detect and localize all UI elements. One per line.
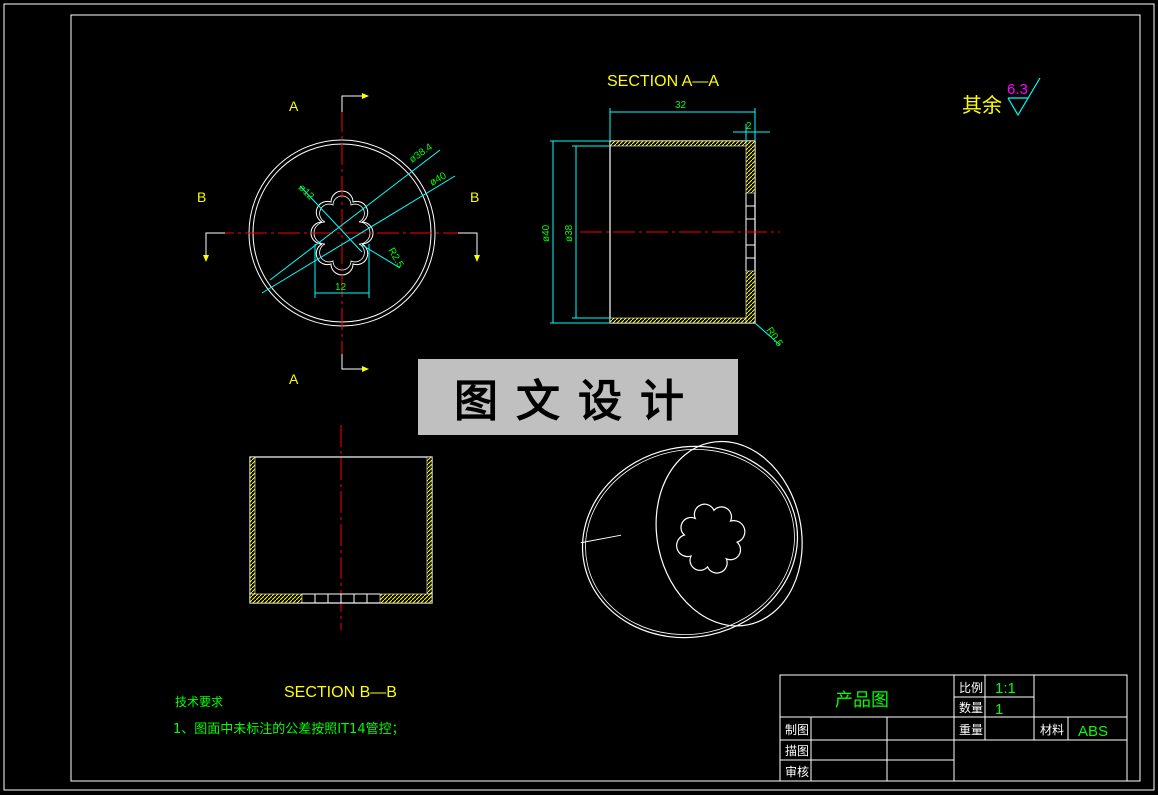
- section-bb-view: [249, 425, 433, 630]
- label-b-left: B: [197, 189, 206, 205]
- label-a-bottom: A: [289, 371, 299, 387]
- roughness-prefix: 其余: [962, 93, 1002, 117]
- tech-req-item-1: 1、图面中未标注的公差按照IT14管控；: [173, 721, 405, 737]
- scale-value: 1:1: [995, 680, 1016, 697]
- roughness-value: 6.3: [1007, 81, 1028, 98]
- section-aa-title: SECTION A—A: [607, 73, 719, 90]
- tech-req-heading: 技术要求: [175, 695, 223, 709]
- watermark: 图文设计: [418, 359, 738, 435]
- traced-label: 描图: [785, 744, 809, 758]
- label-b-right: B: [470, 189, 479, 205]
- plan-view: [203, 93, 480, 372]
- dim-id-38: ø38: [564, 224, 575, 242]
- dim-wall-2: 2: [746, 121, 752, 132]
- inner-frame: [70, 14, 1141, 782]
- title-block: [779, 674, 1128, 782]
- qty-value: 1: [995, 701, 1003, 718]
- material-label: 材料: [1040, 723, 1064, 737]
- isometric-view: [580, 440, 803, 639]
- material-value: ABS: [1078, 723, 1108, 740]
- dim-od-40: ø40: [541, 224, 552, 242]
- dim-12: 12: [335, 282, 347, 293]
- dim-d38-4: ø38.4: [407, 142, 435, 166]
- checked-label: 审核: [785, 764, 809, 779]
- scale-label: 比例: [959, 681, 983, 695]
- outer-frame: [3, 3, 1155, 791]
- qty-label: 数量: [959, 700, 983, 715]
- section-bb-title: SECTION B—B: [284, 684, 397, 701]
- dim-32: 32: [675, 100, 687, 111]
- roughness-symbol-icon: [1007, 77, 1041, 117]
- dim-r0-5: R0.5: [764, 325, 785, 349]
- section-aa-view: [550, 108, 781, 346]
- drawn-label: 制图: [785, 723, 809, 737]
- label-a-top: A: [289, 98, 299, 114]
- weight-label: 重量: [959, 723, 983, 737]
- drawing-name: 产品图: [835, 690, 889, 711]
- dim-r2-5: R2.5: [385, 246, 405, 270]
